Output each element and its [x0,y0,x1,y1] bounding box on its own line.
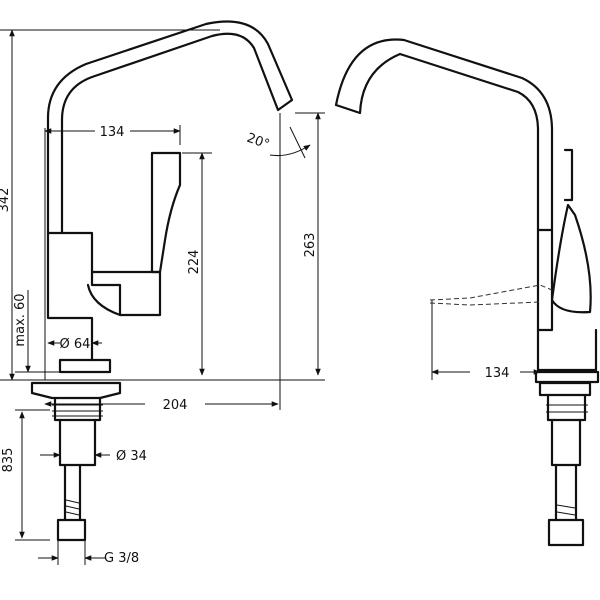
dim-224: 224 [187,250,202,275]
front-base [30,381,122,400]
side-lever [550,203,592,314]
dim-dia-34: Ø 34 [116,449,147,464]
front-spout [46,20,294,235]
dim-max-60: max. 60 [13,293,28,346]
side-view [334,38,600,547]
side-spout [334,38,554,332]
front-view [30,20,294,542]
dim-134-side: 134 [485,366,510,381]
dim-dia-64: Ø 64 [60,337,91,352]
dim-204: 204 [163,398,188,413]
dim-134-top: 134 [100,125,125,140]
front-lever [150,151,182,274]
front-shank [58,418,97,467]
dim-342: 342 [0,188,12,213]
dim-g38: G 3/8 [104,551,139,566]
dim-263: 263 [303,233,318,258]
dim-835: 835 [1,448,16,473]
dim-angle: 20° [245,131,272,153]
